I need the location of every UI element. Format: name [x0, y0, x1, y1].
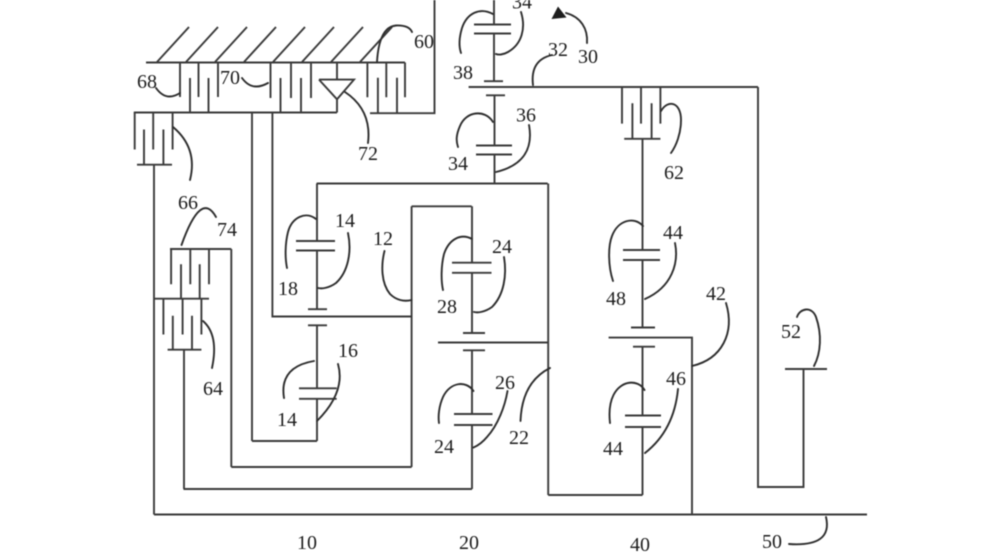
svg-text:44: 44	[603, 438, 623, 460]
svg-text:46: 46	[666, 368, 686, 390]
svg-text:68: 68	[137, 71, 157, 93]
svg-text:10: 10	[297, 532, 317, 554]
svg-text:48: 48	[606, 288, 626, 310]
svg-text:74: 74	[217, 219, 237, 241]
svg-text:18: 18	[278, 278, 298, 300]
svg-text:30: 30	[578, 46, 598, 68]
svg-text:44: 44	[663, 222, 683, 244]
svg-text:14: 14	[335, 210, 355, 232]
svg-text:16: 16	[338, 340, 358, 362]
svg-text:36: 36	[516, 105, 536, 127]
svg-text:32: 32	[548, 39, 568, 61]
svg-text:66: 66	[178, 192, 198, 214]
svg-text:34: 34	[512, 0, 532, 14]
svg-text:40: 40	[630, 534, 650, 556]
svg-text:52: 52	[781, 321, 801, 343]
svg-text:24: 24	[492, 236, 512, 258]
svg-text:62: 62	[664, 162, 684, 184]
svg-text:28: 28	[437, 296, 457, 318]
svg-text:70: 70	[220, 67, 240, 89]
svg-text:24: 24	[434, 436, 454, 458]
svg-text:22: 22	[509, 427, 529, 449]
svg-text:64: 64	[203, 378, 223, 400]
svg-text:26: 26	[495, 372, 515, 394]
svg-text:72: 72	[358, 143, 378, 165]
svg-text:38: 38	[453, 62, 473, 84]
svg-text:34: 34	[448, 153, 468, 175]
svg-text:50: 50	[762, 531, 782, 553]
svg-text:60: 60	[414, 31, 434, 53]
svg-text:42: 42	[706, 283, 726, 305]
svg-text:20: 20	[459, 532, 479, 554]
svg-text:14: 14	[277, 409, 297, 431]
svg-text:12: 12	[373, 228, 393, 250]
